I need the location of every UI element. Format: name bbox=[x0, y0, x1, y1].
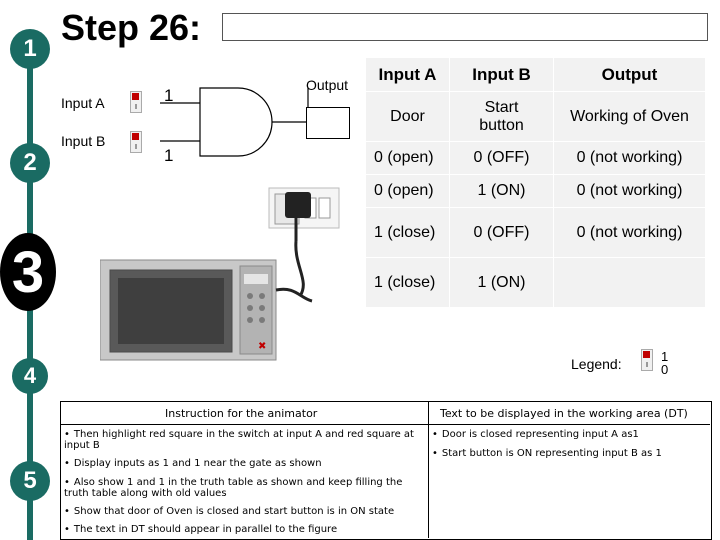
subheader-start-button: Start button bbox=[449, 91, 554, 142]
table-cell: 1 (ON) bbox=[449, 257, 554, 308]
instruction-item: Then highlight red square in the switch … bbox=[64, 429, 424, 451]
header-input-b: Input B bbox=[449, 57, 554, 92]
title-box bbox=[222, 13, 708, 41]
legend-off-value: 0 bbox=[661, 362, 669, 377]
step-marker-4: 4 bbox=[12, 358, 48, 394]
header-output: Output bbox=[553, 57, 706, 92]
step-marker-2: 2 bbox=[10, 143, 50, 183]
legend-label: Legend: bbox=[571, 356, 622, 372]
step-marker-5: 5 bbox=[10, 461, 50, 501]
table-subheader-row: Door Start button Working of Oven bbox=[365, 91, 706, 142]
input-b-label: Input B bbox=[61, 133, 106, 149]
truth-table: Input A Input B Output Door Start button… bbox=[365, 57, 706, 308]
table-row: 1 (close) 1 (ON) bbox=[365, 257, 706, 308]
page-title: Step 26: bbox=[61, 7, 202, 48]
instruction-item: Also show 1 and 1 in the truth table as … bbox=[64, 477, 424, 499]
table-cell: 0 (open) bbox=[365, 174, 450, 208]
table-cell bbox=[553, 257, 706, 308]
instruction-item: Display inputs as 1 and 1 near the gate … bbox=[64, 458, 424, 469]
table-header-row: Input A Input B Output bbox=[365, 57, 706, 92]
legend-switch-icon bbox=[641, 349, 653, 371]
input-a-value: 1 bbox=[164, 86, 174, 105]
and-gate-icon bbox=[160, 87, 309, 157]
dt-item: Start button is ON representing input B … bbox=[432, 448, 702, 459]
table-row: 0 (open) 0 (OFF) 0 (not working) bbox=[365, 141, 706, 175]
notes-panel bbox=[60, 401, 712, 540]
table-cell: 0 (OFF) bbox=[449, 207, 554, 258]
table-cell: 0 (not working) bbox=[553, 207, 706, 258]
table-cell: 1 (ON) bbox=[449, 174, 554, 208]
input-a-label: Input A bbox=[61, 95, 105, 111]
header-input-a: Input A bbox=[365, 57, 450, 92]
svg-text:✖: ✖ bbox=[258, 341, 266, 352]
table-cell: 1 (close) bbox=[365, 257, 450, 308]
output-label: Output bbox=[306, 77, 349, 93]
table-cell: 1 (close) bbox=[365, 207, 450, 258]
table-cell: 0 (not working) bbox=[553, 141, 706, 175]
table-cell: 0 (OFF) bbox=[449, 141, 554, 175]
table-row: 1 (close) 0 (OFF) 0 (not working) bbox=[365, 207, 706, 258]
legend-on-value: 1 bbox=[661, 349, 669, 364]
subheader-working-of-oven: Working of Oven bbox=[553, 91, 706, 142]
table-row: 0 (open) 1 (ON) 0 (not working) bbox=[365, 174, 706, 208]
switch-input-a[interactable] bbox=[130, 91, 142, 113]
output-box bbox=[306, 107, 350, 139]
notes-divider bbox=[428, 401, 429, 538]
subheader-door: Door bbox=[365, 91, 450, 142]
notes-header-rule bbox=[60, 424, 710, 425]
instructions-header: Instruction for the animator bbox=[165, 407, 318, 420]
dt-header: Text to be displayed in the working area… bbox=[440, 407, 688, 420]
dt-item: Door is closed representing input A as1 bbox=[432, 429, 702, 440]
instruction-item: The text in DT should appear in parallel… bbox=[64, 524, 424, 535]
step-marker-3: 3 bbox=[0, 233, 56, 311]
instruction-item: Show that door of Oven is closed and sta… bbox=[64, 506, 424, 517]
table-cell: 0 (open) bbox=[365, 141, 450, 175]
switch-input-b[interactable] bbox=[130, 131, 142, 153]
oven-setup-icon: ✖ bbox=[100, 187, 340, 361]
step-marker-1: 1 bbox=[10, 29, 50, 69]
table-cell: 0 (not working) bbox=[553, 174, 706, 208]
input-b-value: 1 bbox=[164, 146, 174, 165]
